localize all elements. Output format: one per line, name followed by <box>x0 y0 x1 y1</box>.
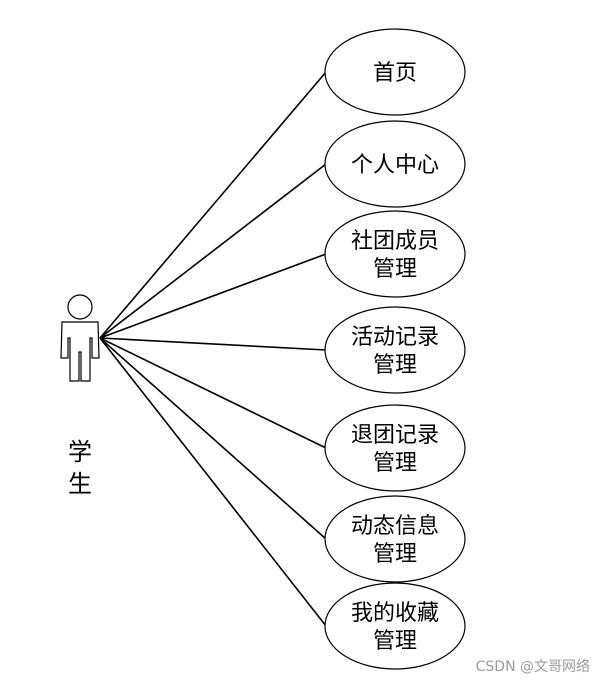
uc-activity-records-ellipse <box>324 306 466 394</box>
actor-label-line-1: 学 <box>68 438 92 466</box>
uc-personal-center-label-line-1: 个人中心 <box>351 153 439 178</box>
uc-news-management-label-line-2: 管理 <box>373 542 417 567</box>
uc-member-management-label-line-1: 社团成员 <box>351 229 439 254</box>
uc-home-ellipse <box>324 28 466 116</box>
stick-figure-actor-icon <box>60 294 100 382</box>
uc-withdraw-records-label-line-2: 管理 <box>373 451 417 476</box>
uc-favorites-management-label-line-2: 管理 <box>373 629 417 654</box>
uc-news-management-label-line-1: 动态信息 <box>351 514 439 539</box>
uc-favorites-management-label-line-1: 我的收藏 <box>351 601 439 626</box>
uc-personal-center-ellipse <box>324 120 466 208</box>
association-line-uc-withdraw-records <box>99 337 327 449</box>
association-line-uc-home <box>99 71 327 339</box>
association-line-uc-member-management <box>99 253 327 339</box>
uc-member-management-label-line-2: 管理 <box>373 257 417 282</box>
uc-favorites-management-ellipse <box>324 582 466 670</box>
uc-news-management-ellipse <box>324 495 466 583</box>
actor: 学 生 <box>60 294 100 498</box>
watermark: CSDN @文哥网络 <box>476 659 590 675</box>
uc-member-management-ellipse <box>324 210 466 298</box>
association-line-uc-personal-center <box>99 163 327 339</box>
uc-personal-center: 个人中心 <box>324 120 466 208</box>
uc-home-label-line-1: 首页 <box>373 61 417 86</box>
uc-home: 首页 <box>324 28 466 116</box>
association-line-uc-activity-records <box>99 337 327 351</box>
uc-withdraw-records-ellipse <box>324 404 466 492</box>
association-line-uc-favorites-management <box>99 337 327 627</box>
uc-withdraw-records-label-line-1: 退团记录 <box>351 423 439 448</box>
associations <box>99 71 327 627</box>
association-line-uc-news-management <box>99 337 327 540</box>
actor-label-line-2: 生 <box>68 470 92 498</box>
uc-activity-records-label-line-1: 活动记录 <box>351 325 439 350</box>
uc-activity-records-label-line-2: 管理 <box>373 353 417 378</box>
